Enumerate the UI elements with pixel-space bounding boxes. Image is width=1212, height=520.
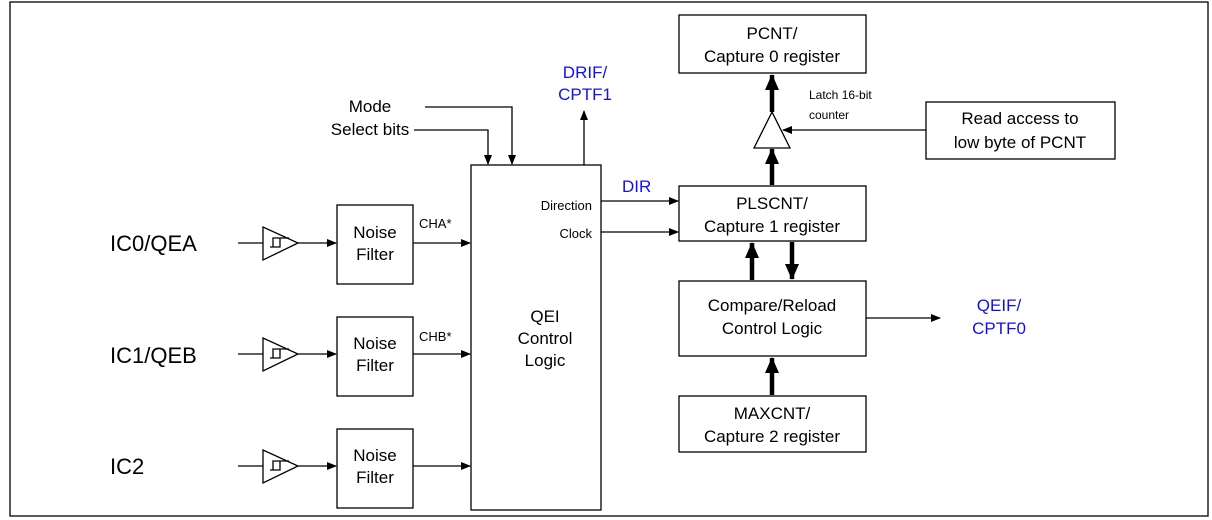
compare-box-line1: Compare/Reload xyxy=(708,296,837,315)
maxcnt-capture2-register xyxy=(678,395,867,453)
input-label-ic1-qeb: IC1/QEB xyxy=(110,343,197,368)
cha-label: CHA* xyxy=(419,216,452,231)
qei-block-line1: QEI xyxy=(530,307,559,326)
input-label-ic2: IC2 xyxy=(110,454,144,479)
qeif-label-line2: CPTF0 xyxy=(972,319,1026,338)
read-access-line2: low byte of PCNT xyxy=(954,133,1086,152)
plscnt-box-line2: Capture 1 register xyxy=(704,217,840,236)
mode-select-label-line2: Select bits xyxy=(331,120,409,139)
drif-label-line1: DRIF/ xyxy=(563,63,608,82)
noise-filter-ic0-line1: Noise xyxy=(353,223,396,242)
maxcnt-box-line1: MAXCNT/ xyxy=(734,404,811,423)
noise-filter-ic2-line2: Filter xyxy=(356,468,394,487)
qei-control-logic-block xyxy=(470,164,602,511)
noise-filter-ic0 xyxy=(336,204,414,285)
pcnt-box-line2: Capture 0 register xyxy=(704,47,840,66)
ic1-schmitt-buffer-icon xyxy=(262,336,300,373)
pcnt-capture0-register xyxy=(678,14,867,74)
pcnt-box-line1: PCNT/ xyxy=(747,24,798,43)
qeif-label-line1: QEIF/ xyxy=(977,296,1022,315)
noise-filter-ic2 xyxy=(336,428,414,509)
noise-filter-ic1 xyxy=(336,316,414,397)
ic0-schmitt-buffer-icon xyxy=(262,225,300,262)
clock-port-label: Clock xyxy=(559,226,592,241)
mode-select-wire-2 xyxy=(425,106,516,165)
drif-label-line2: CPTF1 xyxy=(558,85,612,104)
direction-port-label: Direction xyxy=(541,198,592,213)
noise-filter-ic1-line1: Noise xyxy=(353,334,396,353)
plscnt-box-line1: PLSCNT/ xyxy=(736,194,808,213)
compare-reload-control-logic xyxy=(678,280,867,357)
qei-block-line3: Logic xyxy=(525,351,566,370)
mode-select-label-line1: Mode xyxy=(349,97,392,116)
ic2-schmitt-buffer-icon xyxy=(262,448,300,485)
input-label-ic0-qea: IC0/QEA xyxy=(110,231,197,256)
plscnt-capture1-register xyxy=(678,185,867,242)
diagram-frame xyxy=(9,1,1209,517)
noise-filter-ic2-line1: Noise xyxy=(353,446,396,465)
compare-box-line2: Control Logic xyxy=(722,319,823,338)
mode-select-wire-1 xyxy=(414,129,492,165)
noise-filter-ic1-line2: Filter xyxy=(356,356,394,375)
read-access-line1: Read access to xyxy=(961,109,1078,128)
maxcnt-box-line2: Capture 2 register xyxy=(704,427,840,446)
dir-label: DIR xyxy=(622,177,651,196)
noise-filter-ic0-line2: Filter xyxy=(356,245,394,264)
latch-label-line2: counter xyxy=(809,108,849,122)
chb-label: CHB* xyxy=(419,329,452,344)
latch-label-line1: Latch 16-bit xyxy=(809,88,872,102)
qei-block-line2: Control xyxy=(518,329,573,348)
